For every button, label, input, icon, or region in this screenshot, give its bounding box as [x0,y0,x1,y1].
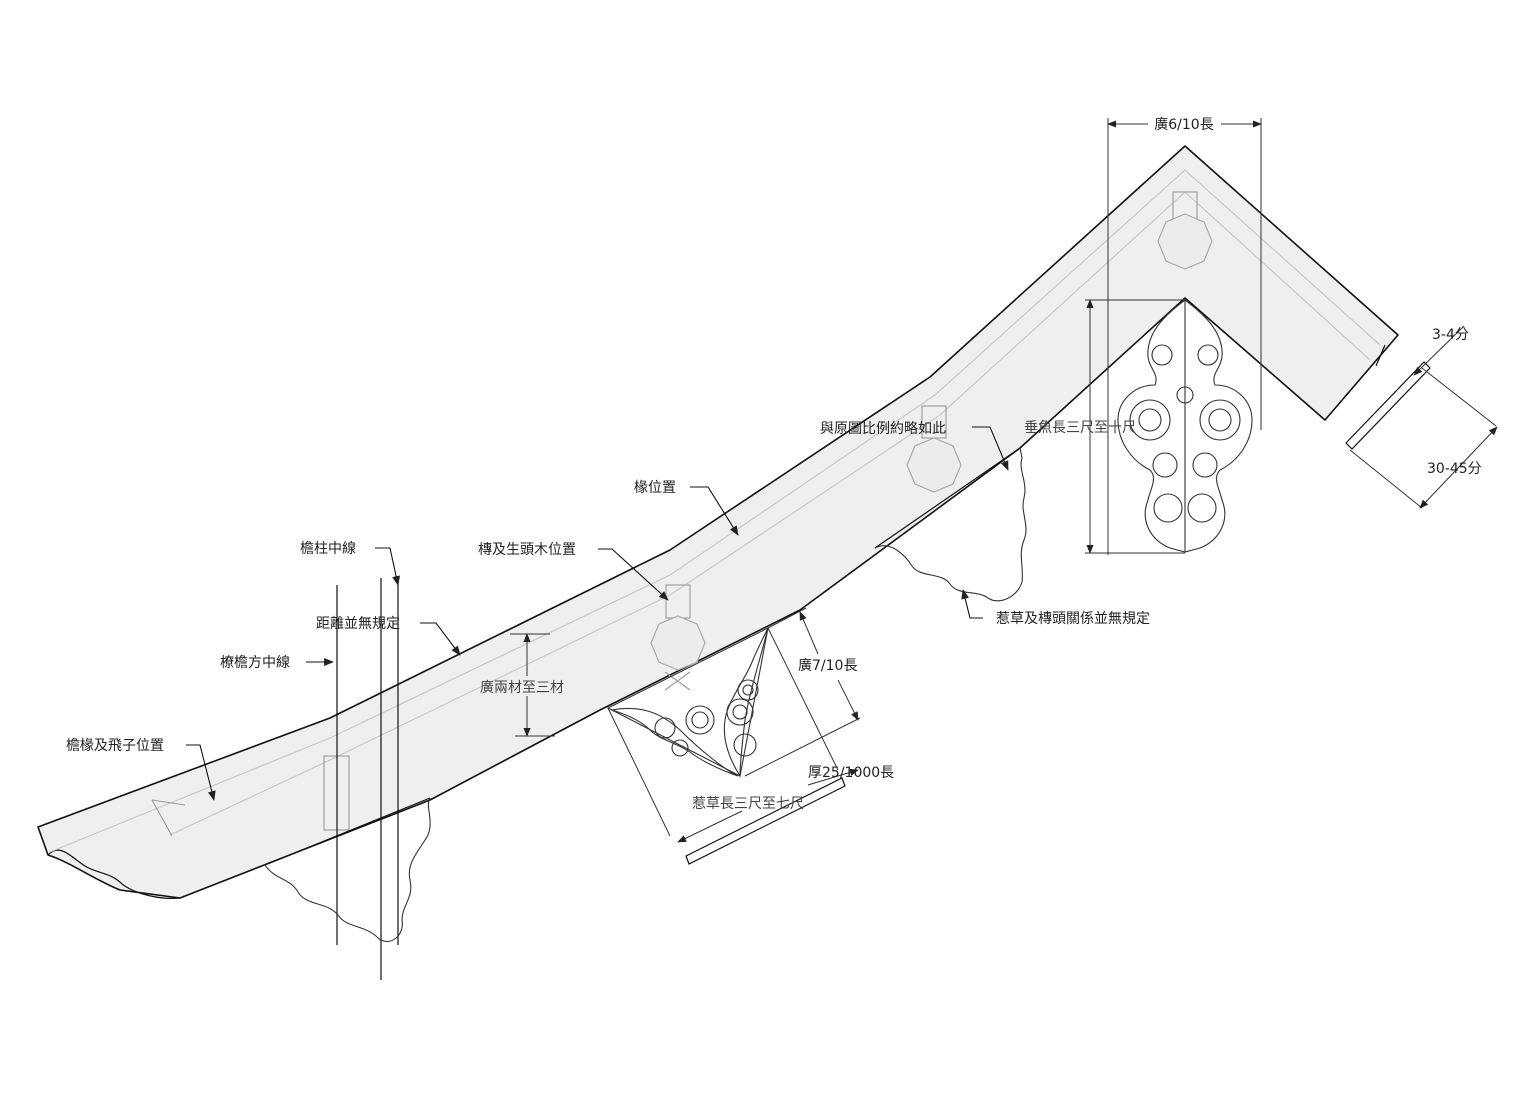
hanging-fish-ornament-icon [1117,299,1253,553]
dimension-lines [510,118,1498,843]
board-thickness-detail [1345,361,1431,450]
fish-length-label: 垂魚長三尺至十尺 [1024,420,1136,436]
centerlines [336,578,399,980]
purlin-position-label: 槫及生頭木位置 [478,542,576,558]
eave-rafter-position-label: 檐椽及飛子位置 [66,738,164,754]
cloud-scroll-ornament-icon [654,679,759,757]
rafter-position-label: 椽位置 [634,480,676,496]
purlin-lower [650,584,706,691]
eave-beam-centerline-label: 橑檐方中線 [220,654,290,671]
annotations: 廣6/10長 垂魚長三尺至十尺 3-4分 30-45分 與原圖比例約略如此 椽位… [66,116,1482,812]
top-width-label: 廣6/10長 [1154,116,1213,133]
ornament-thickness-label: 厚25/1000長 [808,765,894,781]
lower-grass-ornament [264,797,431,943]
board-width-label: 廣兩材至三材 [480,679,564,696]
purlin-top [1157,191,1213,270]
leader-lines [186,426,1009,801]
proportion-note-label: 與原圖比例約略如此 [820,421,946,437]
grass-ornament-upper [874,447,1027,602]
distance-unspecified-label: 距離並無規定 [316,615,400,632]
ornament-width-label: 廣7/10長 [798,657,857,674]
eave-column-centerline-label: 檐柱中線 [300,541,356,557]
thick-small-label: 3-4分 [1432,327,1469,343]
bargeboard [37,145,1399,899]
ornament-relation-label: 惹草及槫頭關係並無規定 [996,611,1150,627]
purlin-middle [906,405,962,493]
thick-large-label: 30-45分 [1427,461,1482,477]
ornament-length-label: 惹草長三尺至七尺 [692,796,804,812]
grass-ornament-middle [606,627,846,865]
